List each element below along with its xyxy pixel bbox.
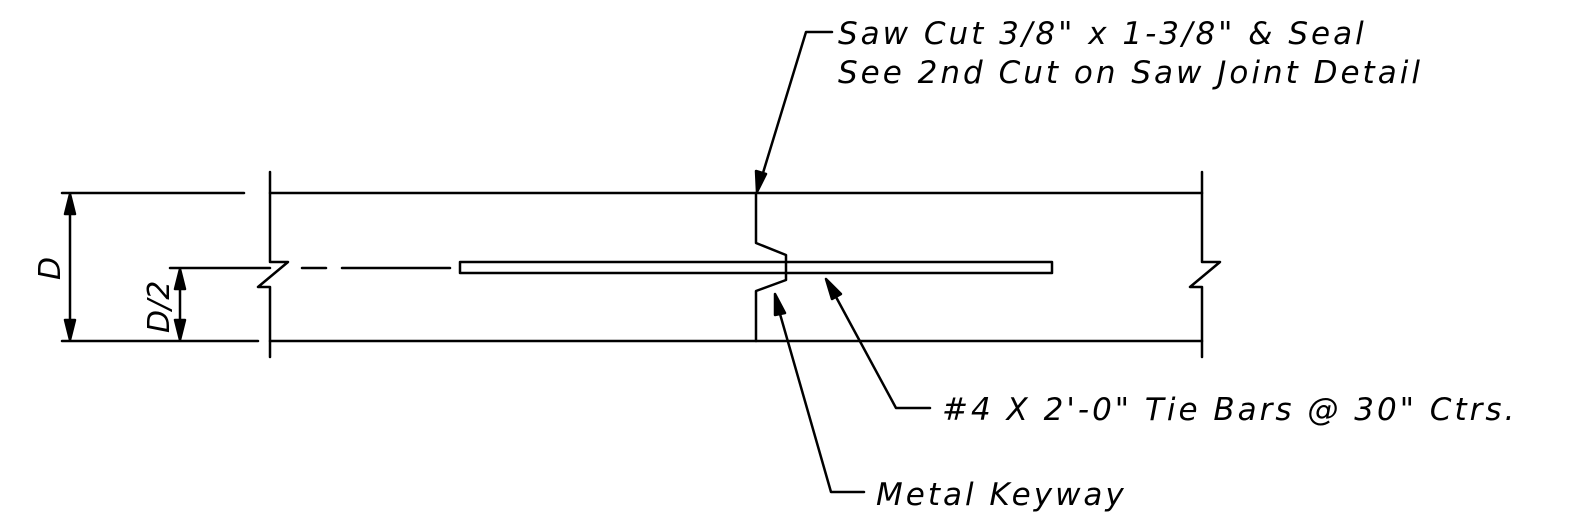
metal-keyway-label: Metal Keyway	[876, 477, 1127, 513]
saw-cut-label-line1: Saw Cut 3/8" x 1-3/8" & Seal	[838, 16, 1367, 52]
leader-metal-keyway	[774, 298, 866, 494]
dim-d-label: D	[33, 257, 68, 280]
tie-bar	[458, 260, 1054, 275]
saw-cut-label-line2: See 2nd Cut on Saw Joint Detail	[838, 55, 1423, 91]
left-break-line	[256, 170, 290, 359]
dim-d-arrow-top	[63, 192, 77, 216]
leader-saw-cut-arrow	[754, 169, 768, 194]
leader-tie-bars-arrow	[824, 277, 843, 301]
dim-half-arrow-top	[173, 267, 187, 291]
dim-half-label: D/2	[142, 281, 177, 333]
leader-metal-keyway-arrow	[773, 292, 787, 317]
leader-saw-cut	[757, 30, 834, 188]
dim-d-arrow-bottom	[63, 318, 77, 342]
leader-tie-bars	[827, 282, 932, 410]
dim-half-arrow-bottom	[173, 318, 187, 342]
keyway-joint-profile	[754, 191, 788, 343]
right-break-line	[1188, 170, 1222, 359]
tie-bars-label: #4 X 2'-0" Tie Bars @ 30" Ctrs.	[942, 392, 1517, 428]
